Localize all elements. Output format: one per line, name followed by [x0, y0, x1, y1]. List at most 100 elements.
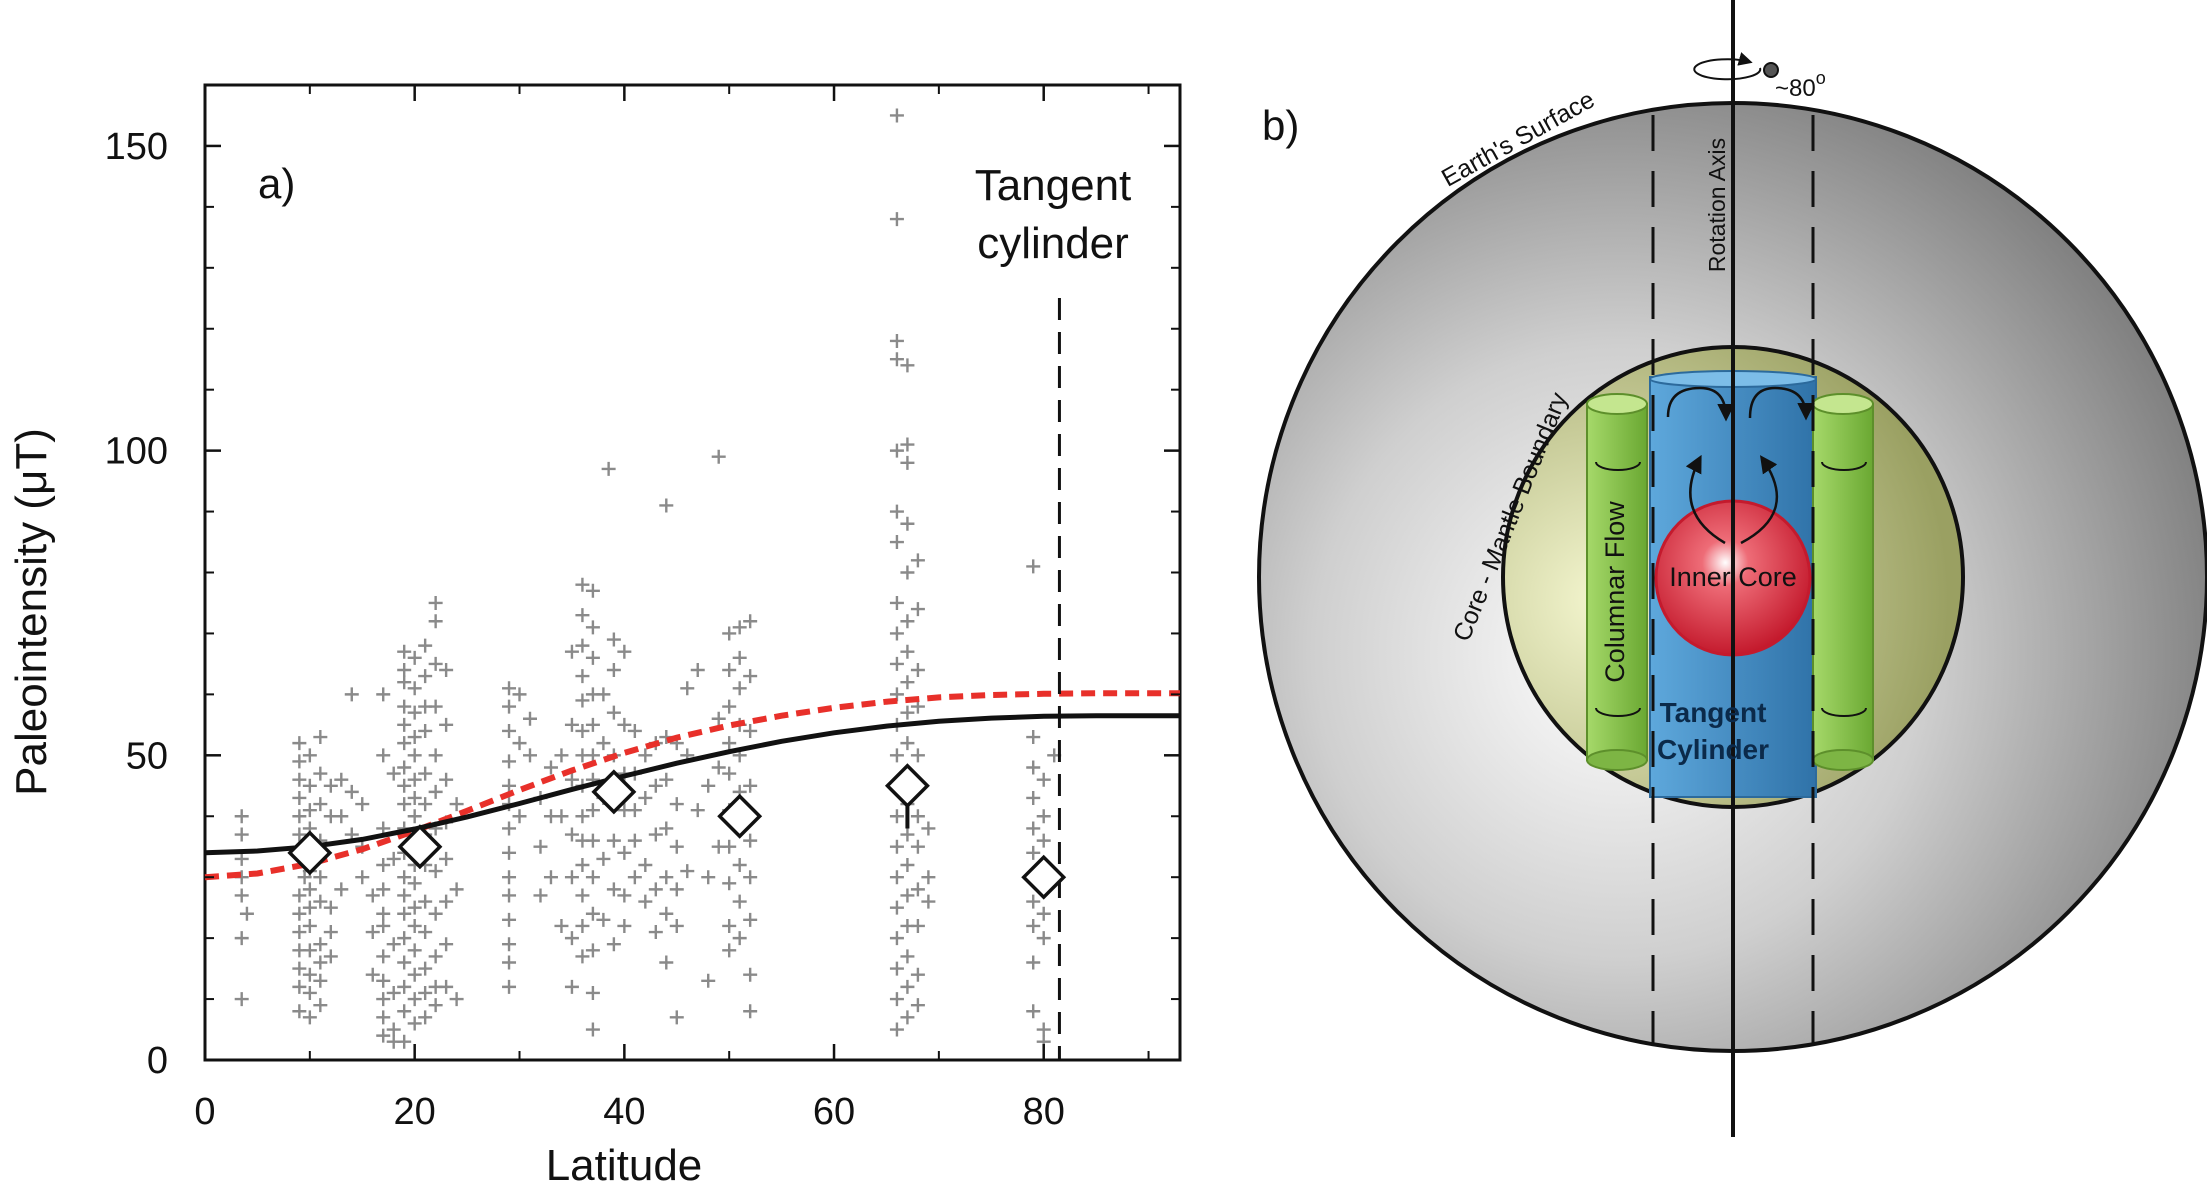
- scatter-point: [910, 663, 925, 677]
- scatter-point: [407, 900, 422, 915]
- scatter-point: [575, 723, 590, 738]
- scatter-point: [669, 918, 684, 933]
- scatter-point: [601, 461, 616, 476]
- scatter-point: [313, 730, 328, 745]
- y-tick-label: 150: [105, 126, 168, 168]
- scatter-point: [743, 614, 758, 629]
- scatter-point: [1036, 906, 1051, 921]
- scatter-point: [585, 1022, 600, 1037]
- scatter-point: [355, 870, 370, 885]
- scatter-point: [439, 979, 454, 994]
- scatter-point: [627, 833, 642, 848]
- scatter-point: [575, 809, 590, 824]
- scatter-point: [575, 669, 590, 684]
- tangent-cylinder-annotation-line2: cylinder: [977, 219, 1129, 268]
- scatter-point: [889, 626, 904, 641]
- scatter-point: [659, 498, 674, 513]
- scatter-point: [889, 352, 904, 367]
- scatter-point: [302, 1010, 317, 1025]
- scatter-point: [722, 918, 737, 933]
- scatter-point: [397, 778, 412, 793]
- scatter-point: [376, 992, 391, 1007]
- scatter-point: [543, 870, 558, 885]
- scatter-point: [648, 827, 663, 842]
- scatter-point: [554, 918, 569, 933]
- scatter-point: [502, 888, 517, 903]
- scatter-point: [669, 1010, 684, 1025]
- scatter-point: [606, 632, 621, 647]
- scatter-point: [418, 669, 433, 684]
- scatter-point: [575, 638, 590, 653]
- scatter-point: [617, 717, 632, 732]
- scatter-point: [323, 900, 338, 915]
- scatter-point: [889, 108, 904, 123]
- scatter-point: [302, 967, 317, 982]
- scatter-point: [302, 748, 317, 763]
- columnar-flow-label: Columnar Flow: [1600, 501, 1630, 683]
- columnar-flow-left: [1586, 393, 1648, 771]
- scatter-point: [627, 870, 642, 885]
- scatter-point: [407, 650, 422, 665]
- scatter-point: [921, 821, 936, 836]
- scatter-point: [397, 663, 412, 677]
- scatter-point: [449, 992, 464, 1007]
- scatter-point: [585, 583, 600, 598]
- scatter-point: [292, 906, 307, 921]
- scatter-point: [407, 918, 422, 933]
- scatter-point: [376, 918, 391, 933]
- scatter-point: [889, 595, 904, 610]
- scatter-point: [533, 839, 548, 854]
- x-axis-label: Latitude: [546, 1141, 703, 1190]
- scatter-point: [659, 772, 674, 787]
- scatter-point: [638, 748, 653, 763]
- scatter-point: [889, 212, 904, 227]
- scatter-point: [292, 772, 307, 787]
- scatter-point: [889, 656, 904, 671]
- scatter-point: [323, 949, 338, 964]
- scatter-point: [397, 797, 412, 812]
- scatter-point: [502, 955, 517, 970]
- scatter-point: [376, 1010, 391, 1025]
- scatter-point: [596, 851, 611, 866]
- scatter-point: [428, 699, 443, 714]
- scatter-point: [313, 937, 328, 952]
- scatter-point: [711, 760, 726, 775]
- scatter-point: [397, 736, 412, 751]
- scatter-point: [428, 595, 443, 610]
- scatter-point: [743, 833, 758, 848]
- scatter-point: [386, 1022, 401, 1037]
- scatter-point: [648, 778, 663, 793]
- scatter-point: [428, 949, 443, 964]
- scatter-point: [407, 748, 422, 763]
- scatter-point: [575, 888, 590, 903]
- curve-layer: [204, 690, 1180, 881]
- scatter-point: [397, 1004, 412, 1019]
- scatter-point: [323, 778, 338, 793]
- scatter-point: [910, 748, 925, 763]
- scatter-point: [900, 565, 915, 580]
- scatter-point: [889, 748, 904, 763]
- scatter-point: [659, 955, 674, 970]
- scatter-point: [910, 967, 925, 982]
- scatter-point: [701, 778, 716, 793]
- scatter-point: [502, 979, 517, 994]
- scatter-point: [313, 955, 328, 970]
- scatter-point: [722, 663, 737, 677]
- scatter-point: [596, 912, 611, 927]
- scatter-point: [355, 797, 370, 812]
- scatter-point: [585, 833, 600, 848]
- scatter-point: [418, 766, 433, 781]
- scatter-point: [502, 681, 517, 696]
- scatter-point: [921, 894, 936, 909]
- scatter-point: [596, 736, 611, 751]
- scatter-point: [701, 870, 716, 885]
- scatter-point: [575, 918, 590, 933]
- scatter-point: [418, 894, 433, 909]
- scatter-point: [554, 809, 569, 824]
- scatter-point: [386, 766, 401, 781]
- scatter-point: [397, 888, 412, 903]
- scatter-point: [889, 504, 904, 519]
- scatter-point: [606, 705, 621, 720]
- scatter-point: [234, 888, 249, 903]
